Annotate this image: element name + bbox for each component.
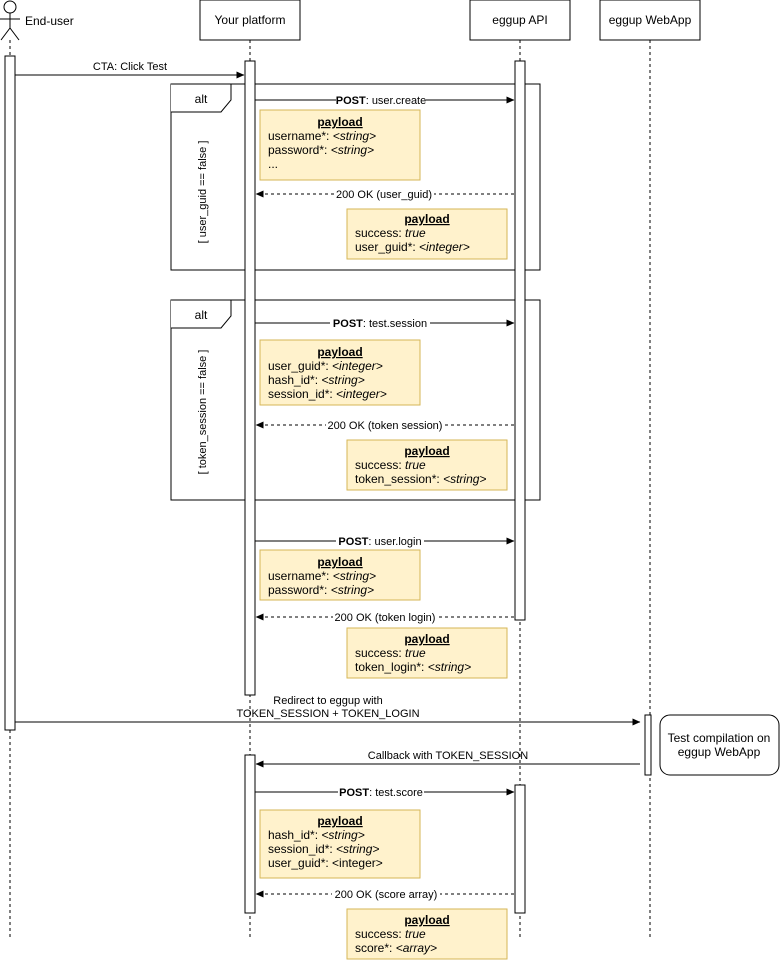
- payload-line: token_login*: <string>: [355, 660, 471, 674]
- payload-title: payload: [404, 444, 449, 458]
- payload-line: hash_id*: <string>: [268, 828, 365, 842]
- message-label: Callback with TOKEN_SESSION: [368, 750, 528, 762]
- participant-label: Your platform: [215, 13, 286, 27]
- message-user-create: POST: user.create: [255, 94, 515, 107]
- message-label: 200 OK (score array): [335, 889, 438, 901]
- message-ok-token-login: 200 OK (token login): [255, 610, 514, 624]
- message-method: POST: [336, 95, 366, 107]
- activation-api: [514, 784, 526, 914]
- message-label: POST: user.create: [336, 95, 427, 107]
- payload-line: session_id*: <string>: [268, 842, 379, 856]
- payload-line: user_guid*: <integer>: [268, 856, 383, 870]
- actor-end-user: End-user: [0, 0, 74, 41]
- message-ok-score: 200 OK (score array): [255, 887, 514, 901]
- payload-title: payload: [404, 913, 449, 927]
- payload-line: username*: <string>: [268, 569, 376, 583]
- participant-label: End-user: [25, 14, 74, 28]
- activation-platform: [244, 754, 256, 914]
- message-label: POST: user.login: [338, 536, 421, 548]
- payload-box: payload hash_id*: <string> session_id*: …: [259, 809, 421, 879]
- payload-box: payload success: true user_guid*: <integ…: [346, 208, 508, 260]
- alt-fragment-guard: [ token_session == false ]: [197, 350, 209, 475]
- payload-line: user_guid*: <integer>: [355, 240, 470, 254]
- message-label: Redirect to eggup with: [273, 695, 382, 707]
- alt-fragment-operator: alt: [195, 92, 208, 106]
- alt-fragment-operator: alt: [195, 308, 208, 322]
- payload-line: success: true: [355, 458, 426, 472]
- participant-label: eggup WebApp: [609, 13, 692, 27]
- message-test-score: POST: test.score: [255, 786, 515, 799]
- participant-platform: Your platform: [199, 0, 301, 41]
- message-cta: CTA: Click Test: [15, 61, 245, 79]
- alt-fragment-token-session: alt [ token_session == false ]: [170, 299, 541, 501]
- payload-line: token_session*: <string>: [355, 472, 486, 486]
- message-endpoint: : test.session: [363, 318, 427, 330]
- payload-title: payload: [317, 555, 362, 569]
- payload-line: ...: [268, 157, 278, 171]
- activation-api: [514, 60, 526, 621]
- payload-line: success: true: [355, 226, 426, 240]
- actor-figure-icon: [0, 0, 20, 41]
- payload-line: password*: <string>: [268, 143, 374, 157]
- payload-line: user_guid*: <integer>: [268, 359, 383, 373]
- participant-webapp: eggup WebApp: [599, 0, 701, 41]
- message-method: POST: [333, 318, 363, 330]
- message-ok-user-guid: 200 OK (user_guid): [255, 187, 514, 201]
- payload-title: payload: [317, 115, 362, 129]
- message-label: 200 OK (user_guid): [336, 189, 432, 201]
- payload-box: payload success: true score*: <array>: [346, 908, 508, 960]
- payload-line: success: true: [355, 927, 426, 941]
- message-label: CTA: Click Test: [93, 61, 167, 73]
- message-callback: Callback with TOKEN_SESSION: [255, 750, 640, 768]
- activation-platform: [244, 60, 256, 696]
- message-method: POST: [339, 787, 369, 799]
- payload-title: payload: [317, 814, 362, 828]
- message-label: POST: test.score: [339, 787, 423, 799]
- payload-box: payload username*: <string> password*: <…: [259, 549, 421, 601]
- payload-line: session_id*: <integer>: [268, 387, 387, 401]
- participant-api: eggup API: [469, 0, 571, 41]
- message-test-session: POST: test.session: [255, 317, 515, 330]
- payload-line: success: true: [355, 646, 426, 660]
- payload-box: payload success: true token_login*: <str…: [346, 627, 508, 679]
- payload-line: username*: <string>: [268, 129, 376, 143]
- message-endpoint: : test.score: [369, 787, 423, 799]
- payload-line: password*: <string>: [268, 583, 374, 597]
- payload-box: payload success: true token_session*: <s…: [346, 439, 508, 491]
- payload-title: payload: [404, 212, 449, 226]
- payload-title: payload: [404, 632, 449, 646]
- message-method: POST: [338, 536, 368, 548]
- payload-line: score*: <array>: [355, 941, 437, 955]
- message-label: 200 OK (token session): [328, 420, 443, 432]
- alt-fragment-guard: [ user_guid == false ]: [197, 141, 209, 244]
- payload-box: payload user_guid*: <integer> hash_id*: …: [259, 339, 421, 406]
- payload-line: hash_id*: <string>: [268, 373, 365, 387]
- message-user-login: POST: user.login: [255, 535, 515, 548]
- note-line: Test compilation on: [668, 731, 771, 745]
- message-redirect: Redirect to eggup with TOKEN_SESSION + T…: [15, 695, 641, 726]
- participant-label: eggup API: [492, 13, 547, 27]
- message-label: 200 OK (token login): [335, 612, 436, 624]
- payload-box: payload username*: <string> password*: <…: [259, 109, 421, 181]
- activation-end-user: [4, 55, 16, 731]
- message-endpoint: : user.login: [368, 536, 421, 548]
- message-ok-token-session: 200 OK (token session): [255, 418, 514, 432]
- note-line: eggup WebApp: [678, 745, 761, 759]
- webapp-note: Test compilation on eggup WebApp: [659, 714, 780, 776]
- message-label: POST: test.session: [333, 318, 427, 330]
- message-endpoint: : user.create: [366, 95, 427, 107]
- payload-title: payload: [317, 345, 362, 359]
- alt-fragment-user-guid: alt [ user_guid == false ]: [170, 83, 541, 271]
- message-label: TOKEN_SESSION + TOKEN_LOGIN: [236, 708, 419, 720]
- activation-webapp: [644, 714, 652, 776]
